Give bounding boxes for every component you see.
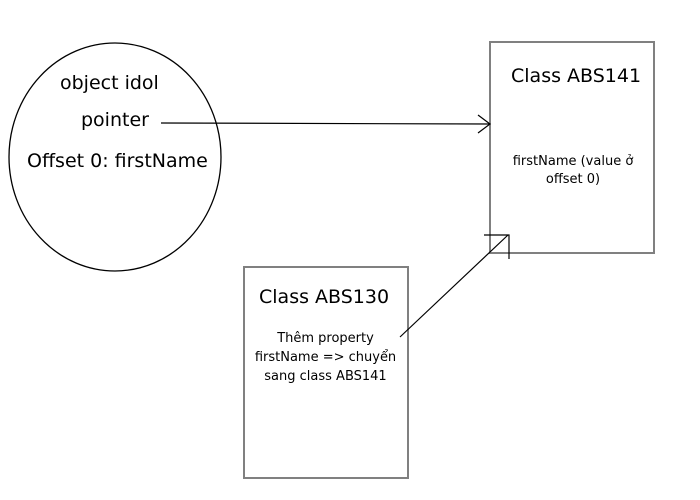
- transition-arrow-line: [399, 234, 509, 338]
- class-abs141-body: firstName (value ở offset 0): [512, 154, 634, 188]
- class-abs130-title: Class ABS130: [259, 286, 390, 308]
- pointer-arrow-line: [160, 122, 491, 125]
- class-abs141-title: Class ABS141: [511, 65, 642, 87]
- offset-label: Offset 0: firstName: [27, 150, 208, 172]
- pointer-arrow-head: [477, 114, 491, 134]
- class-abs130-body: Thêm property firstName => chuyển sang c…: [254, 331, 397, 384]
- object-circle: [8, 42, 222, 272]
- class-abs141-box: [489, 41, 655, 254]
- object-title: object idol: [60, 72, 159, 94]
- class-abs130-box: [243, 266, 409, 479]
- transition-arrow-head: [484, 234, 510, 259]
- pointer-label: pointer: [81, 109, 149, 131]
